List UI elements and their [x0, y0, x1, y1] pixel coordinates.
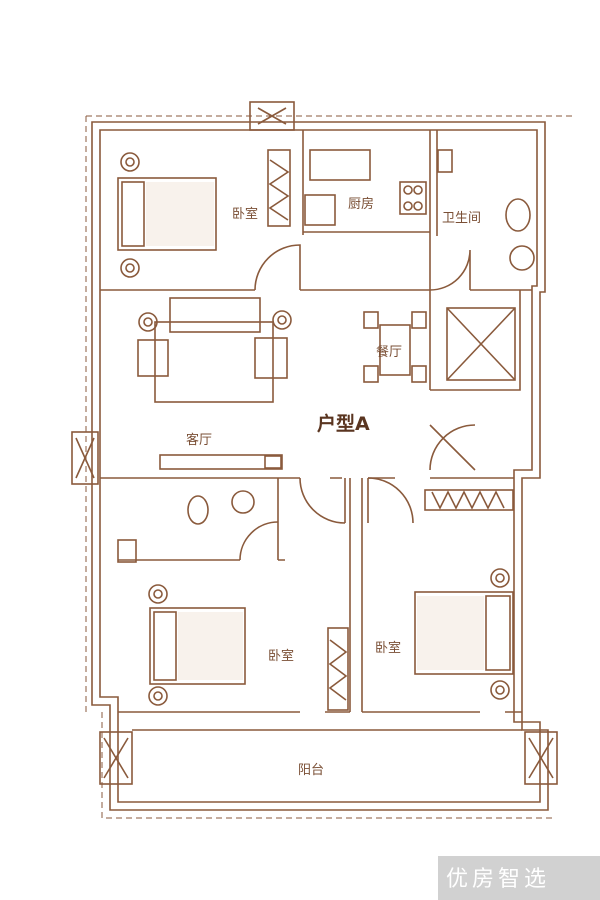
- basin-mid: [231, 490, 255, 514]
- door-living-nw: [254, 244, 301, 291]
- basin-ne: [509, 245, 535, 271]
- kitchen-counter: [309, 149, 371, 181]
- label-living: 客厅: [186, 432, 212, 448]
- door-dining: [429, 249, 471, 291]
- outer-wall-inner: [99, 129, 541, 803]
- label-bathroom-ne: 卫生间: [442, 211, 481, 226]
- dining-table: [379, 324, 411, 376]
- wardrobe-se: [424, 489, 514, 511]
- wall-kitchen-right: [429, 130, 438, 290]
- label-bedroom-nw: 卧室: [232, 206, 258, 222]
- door-bedroom-sw: [299, 477, 346, 524]
- label-kitchen: 厨房: [348, 196, 374, 212]
- bed-nw: [117, 177, 217, 251]
- label-bedroom-se: 卧室: [375, 640, 401, 656]
- label-bedroom-sw: 卧室: [268, 648, 294, 664]
- window-top: [249, 101, 295, 131]
- toilet-ne: [505, 198, 531, 232]
- watermark-bg: [438, 856, 600, 900]
- sofa: [169, 297, 261, 333]
- elevator-shaft: [446, 307, 516, 381]
- wall-elevator: [429, 290, 521, 391]
- watermark-text: 优房智选: [446, 867, 550, 892]
- window-se: [524, 731, 558, 785]
- label-balcony: 阳台: [298, 763, 324, 778]
- rug: [154, 321, 274, 403]
- window-sw: [99, 731, 133, 785]
- wardrobe-nw: [267, 149, 291, 227]
- wardrobe-sw: [327, 627, 349, 711]
- door-entry: [429, 424, 476, 471]
- plan-title: 户型A: [317, 412, 370, 435]
- door-bedroom-se: [367, 477, 414, 524]
- window-left: [71, 431, 99, 485]
- door-bath: [239, 521, 279, 561]
- wall-bath-s: [118, 478, 285, 561]
- armchair-right: [254, 337, 288, 379]
- label-dining: 餐厅: [376, 344, 402, 360]
- bed-se: [414, 591, 514, 675]
- bed-sw: [149, 607, 246, 685]
- armchair-left: [137, 339, 169, 377]
- outer-dash: [85, 115, 575, 819]
- tv-cabinet: [159, 454, 283, 470]
- wall-mid-vertical: [349, 478, 363, 712]
- toilet-mid: [187, 495, 209, 525]
